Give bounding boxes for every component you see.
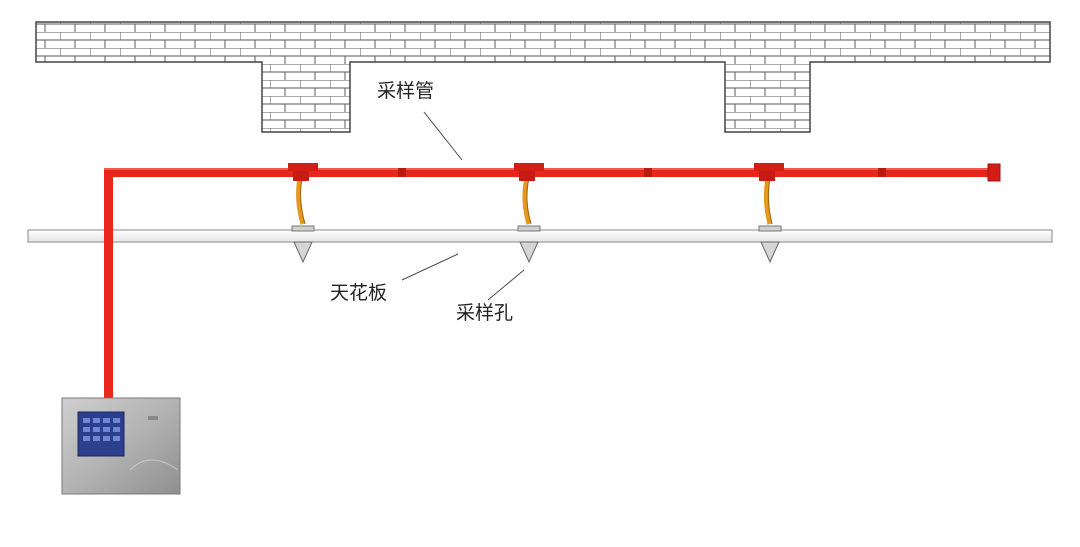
leader-lines [401, 111, 525, 301]
brick-wall-icon [35, 21, 1051, 133]
sampling-hole-label: 采样孔 [456, 302, 514, 324]
ceiling-label: 天花板 [330, 282, 388, 304]
aspirating-detector-icon [61, 397, 181, 495]
ceiling-panel [27, 229, 1053, 243]
sampling-pipe-label: 采样管 [377, 80, 435, 102]
sampling-nozzle-icon [291, 225, 782, 264]
sampling-pipe [104, 163, 1001, 400]
capillary-tubes [296, 177, 773, 225]
